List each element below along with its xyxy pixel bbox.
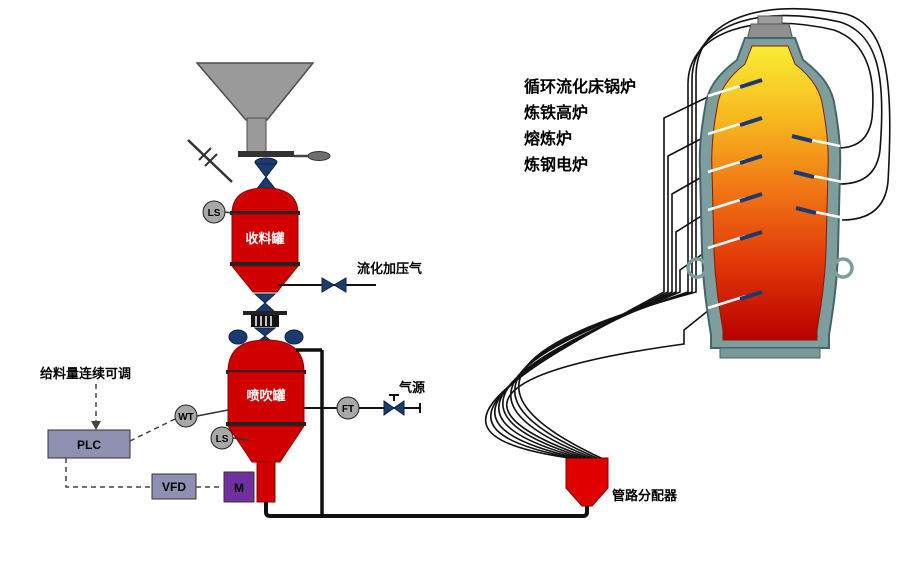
tank-band: [230, 211, 300, 215]
inlet-valve: [254, 157, 278, 191]
tank-cone: [227, 425, 305, 463]
injection-pipe: [509, 22, 874, 459]
injection-tank: 喷吹罐 WT LS: [174, 329, 306, 503]
tank-cone: [230, 265, 300, 293]
instrument-lead: [232, 437, 249, 441]
plc-box: [47, 429, 131, 459]
lance-tip: [795, 206, 817, 215]
lance: [707, 294, 747, 310]
tank-dome: [227, 339, 305, 373]
discharge-spout: [256, 461, 276, 503]
handwheel-icon: [307, 151, 331, 161]
receiving-tank-label: 收料罐: [245, 231, 284, 246]
lance-tip-group: [739, 78, 817, 301]
lance: [707, 196, 747, 212]
lance-tip: [739, 230, 763, 241]
furnace: [686, 15, 854, 359]
lever-flange-tick: [204, 153, 218, 167]
distributor-label: 管路分配器: [612, 488, 678, 503]
lance-tip: [739, 154, 763, 165]
injection-pipe: [493, 169, 715, 459]
fluidizing-nozzle: [284, 329, 304, 345]
lance-tip: [739, 290, 763, 301]
plc-label: PLC: [77, 438, 101, 452]
valve-body: [333, 277, 347, 293]
arrow-down-icon: [91, 421, 101, 430]
signal-line: [65, 458, 151, 488]
fluidizing-gas-branch: 流化加压气: [278, 261, 422, 293]
valve-body: [253, 327, 277, 337]
feed-note-label: 给料量连续可调: [40, 366, 131, 381]
valve-body: [253, 302, 277, 313]
valve-body: [254, 163, 278, 178]
lance: [707, 82, 747, 98]
conveying-line: [264, 348, 589, 518]
tank-band: [226, 422, 306, 426]
injection-pipe: [513, 14, 883, 459]
distributor-body: [565, 457, 609, 507]
injection-pipe: [505, 305, 715, 459]
flange-plate: [243, 311, 287, 315]
valve-body: [253, 293, 277, 304]
expansion-bellows: [251, 315, 279, 327]
injection-pipe: [517, 7, 891, 459]
trunnion-hook: [832, 257, 854, 279]
gas-source-label: 气源: [399, 380, 425, 395]
application-list: 循环流化床锅炉 炼铁高炉 熔炼炉 炼钢电炉: [524, 77, 636, 174]
tank-band: [230, 262, 300, 266]
fluidizing-gas-label: 流化加压气: [357, 261, 422, 276]
hopper-flange: [238, 151, 294, 157]
furnace-base: [719, 347, 821, 359]
motor-box: [223, 471, 255, 503]
lance: [707, 158, 747, 174]
lance-tip: [791, 134, 813, 143]
application-item: 炼铁高炉: [524, 103, 588, 122]
injection-pipe: [484, 93, 715, 459]
lance: [707, 234, 747, 250]
lance-tip: [739, 192, 763, 203]
instrument-lead: [224, 211, 239, 215]
ls-bottom-label: LS: [216, 434, 229, 445]
instrument-lead: [196, 409, 229, 417]
signal-line: [129, 418, 176, 442]
ft-label: FT: [342, 404, 354, 415]
feed-hopper: [187, 62, 331, 183]
weight-transmitter: [174, 404, 198, 428]
lever-flange-tick: [198, 147, 212, 161]
valve-body: [383, 400, 395, 416]
hopper-neck: [246, 117, 267, 153]
control-system: 给料量连续可调 PLC VFD M: [40, 366, 255, 503]
lance-tip: [793, 170, 815, 179]
valve-body: [321, 277, 335, 293]
motor-label: M: [234, 481, 244, 495]
level-switch-bottom: [210, 426, 234, 450]
receiving-tank: 收料罐 LS: [202, 187, 300, 293]
furnace-melt: [711, 45, 829, 341]
inter-tank-valve-train: [243, 293, 287, 345]
pipe-bundle: [484, 7, 891, 459]
wt-label: WT: [178, 412, 194, 423]
level-switch-top: [202, 200, 226, 224]
trunnion-hook: [686, 257, 708, 279]
lance-tip: [739, 116, 763, 127]
ls-top-label: LS: [208, 208, 221, 219]
vfd-label: VFD: [162, 480, 186, 494]
injection-pipe: [501, 245, 715, 459]
injection-tank-label: 喷吹罐: [246, 388, 285, 403]
application-item: 炼钢电炉: [524, 155, 588, 174]
lance-tip: [739, 78, 763, 89]
valve-body: [393, 400, 405, 416]
application-item: 循环流化床锅炉: [524, 77, 636, 96]
tank-shell: [227, 371, 305, 425]
hopper-funnel: [195, 62, 315, 121]
main-conveying-pipe: [264, 502, 589, 518]
pipe-distributor: 管路分配器: [565, 457, 678, 507]
application-item: 熔炼炉: [524, 129, 572, 148]
lance: [707, 120, 747, 136]
tank-dome: [231, 187, 299, 215]
fluidizing-nozzle: [228, 329, 248, 345]
gas-source-branch: FT 气源: [304, 380, 425, 420]
